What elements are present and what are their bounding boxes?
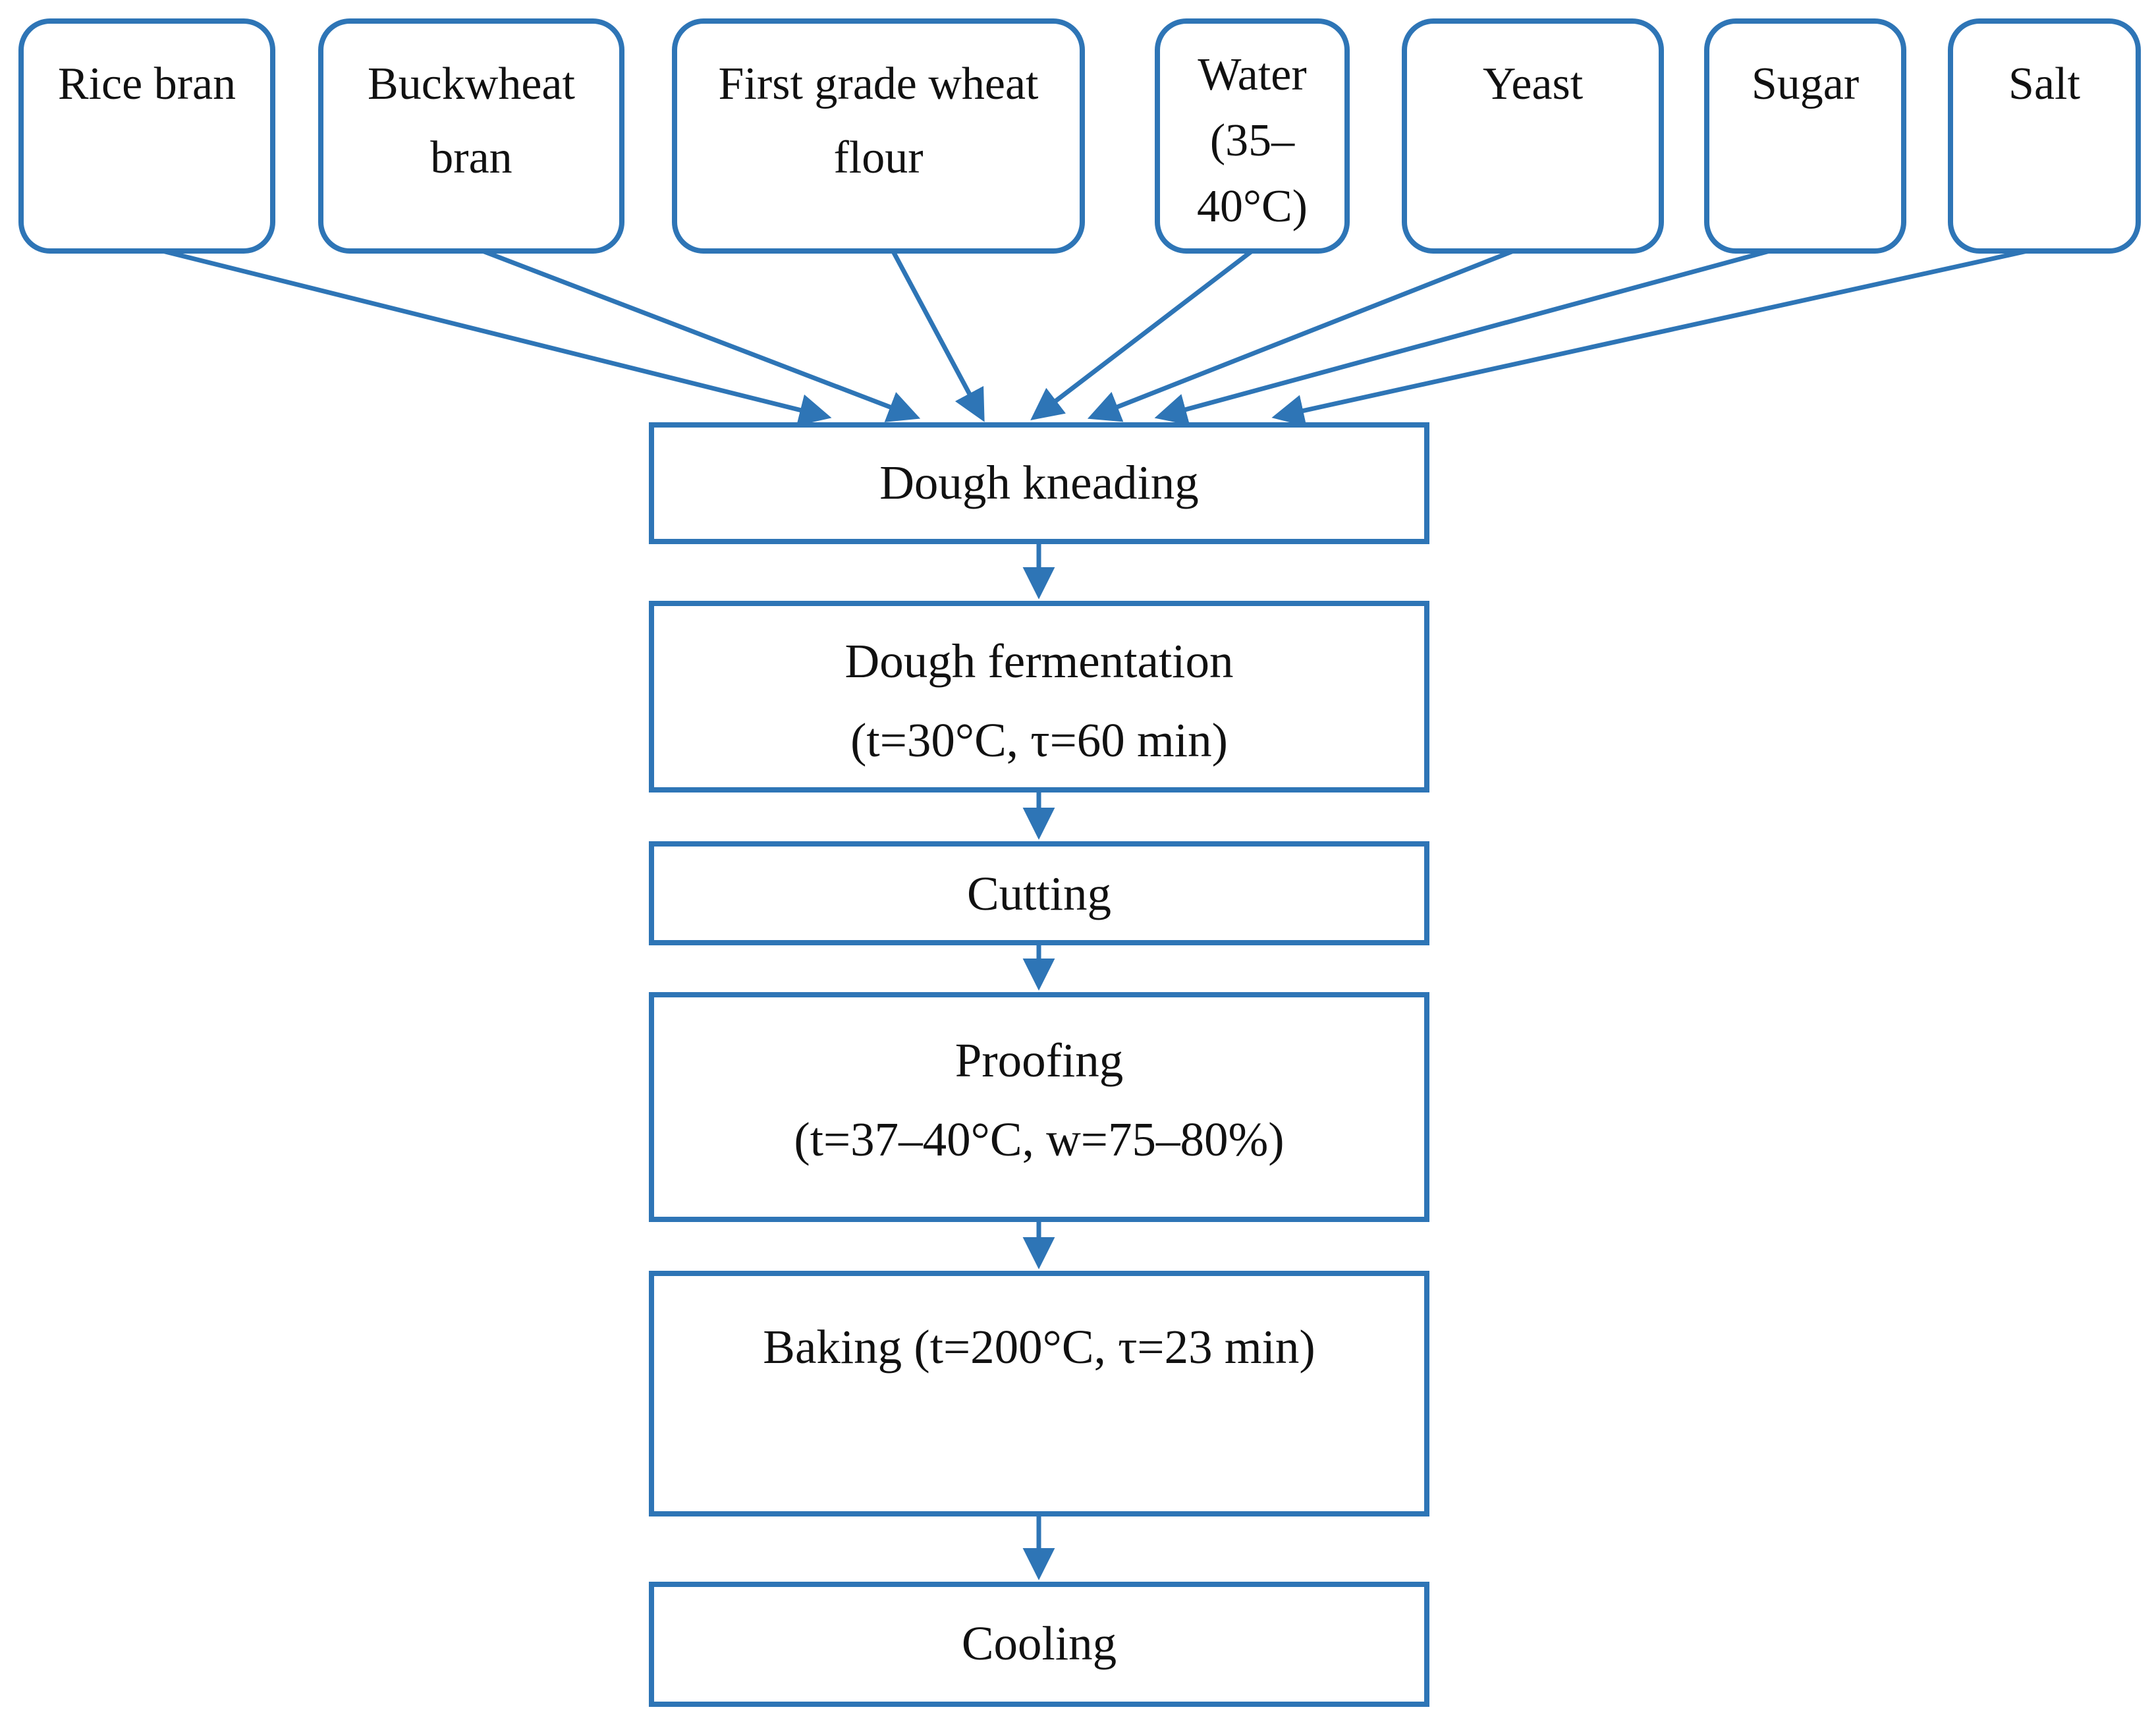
step-box-proofing: Proofing (t=37–40°C, w=75–80%) (649, 992, 1429, 1222)
step-box-dough-kneading: Dough kneading (649, 422, 1429, 544)
ingredient-label: First grade wheat (718, 59, 1039, 109)
step-label: (t=30°C, τ=60 min) (850, 713, 1228, 767)
step-label: Baking (t=200°C, τ=23 min) (763, 1320, 1315, 1374)
arrow-rice-bran-to-kneading (159, 248, 832, 426)
ingredient-box-rice-bran: Rice bran (18, 18, 275, 254)
ingredient-box-salt: Salt (1948, 18, 2141, 254)
step-label: (t=37–40°C, w=75–80%) (794, 1113, 1285, 1166)
ingredient-box-sugar: Sugar (1704, 18, 1906, 254)
step-box-cutting: Cutting (649, 841, 1429, 945)
ingredient-label: Water (1198, 49, 1307, 100)
arrow-yeast-to-kneading (1087, 248, 1516, 422)
ingredient-box-wheat-flour: First grade wheat flour (672, 18, 1085, 254)
arrow-salt-to-kneading (1271, 248, 2031, 427)
ingredient-box-yeast: Yeast (1402, 18, 1664, 254)
step-box-dough-fermentation: Dough fermentation (t=30°C, τ=60 min) (649, 601, 1429, 792)
ingredient-box-buckwheat-bran: Buckwheat bran (318, 18, 624, 254)
step-box-baking: Baking (t=200°C, τ=23 min) (649, 1271, 1429, 1516)
ingredient-label: Buckwheat (368, 59, 575, 109)
step-label: Dough fermentation (844, 634, 1234, 688)
ingredient-label: 40°C) (1197, 181, 1308, 232)
ingredient-label: Sugar (1751, 59, 1860, 109)
ingredient-label: Rice bran (57, 59, 236, 109)
ingredient-label: (35– (1209, 115, 1295, 166)
ingredient-label: Yeast (1482, 59, 1584, 109)
step-label: Proofing (954, 1034, 1124, 1087)
arrow-wheat-flour-to-kneading (890, 249, 985, 422)
step-label: Cooling (961, 1617, 1117, 1670)
arrow-buckwheat-bran-to-kneading (480, 248, 921, 422)
ingredient-box-water: Water (35– 40°C) (1155, 18, 1350, 254)
arrow-water-to-kneading (1030, 248, 1255, 420)
step-label: Cutting (966, 867, 1112, 920)
ingredient-label: bran (430, 132, 512, 183)
step-box-cooling: Cooling (649, 1582, 1429, 1707)
step-label: Dough kneading (879, 456, 1199, 509)
ingredient-label: flour (833, 132, 924, 183)
arrow-sugar-to-kneading (1154, 248, 1773, 426)
ingredient-label: Salt (2008, 59, 2080, 109)
